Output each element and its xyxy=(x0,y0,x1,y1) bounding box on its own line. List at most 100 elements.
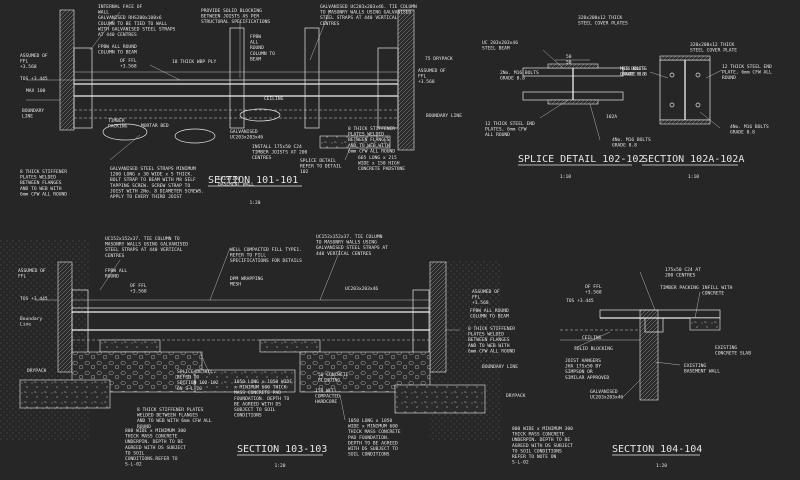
note-line: BLINDING xyxy=(318,378,340,384)
note-line: CENTRES xyxy=(320,21,340,27)
note-line: FFL xyxy=(418,74,427,80)
note-line: 6mm CFW ALL ROUND xyxy=(468,348,515,354)
note-line: CONDITIONS xyxy=(234,413,262,419)
note-line: SIMPSON OR xyxy=(565,369,593,375)
note-line: BETWEEN FLANGES xyxy=(20,180,62,186)
note-line: ASSUMED OF xyxy=(18,268,46,274)
note-line: WELDED BETWEEN FLANGES xyxy=(137,413,198,419)
note-line: BASEMENT WALL xyxy=(684,369,720,375)
note-line: 75 DRYPACK xyxy=(425,56,453,62)
note-line: FPBW ALL ROUND xyxy=(470,308,509,314)
note-line: FFL xyxy=(20,59,29,65)
note-line: SOIL CONDITIONS xyxy=(348,452,390,458)
note-uc203-103: UC203x203x46 xyxy=(345,286,378,292)
note-line: WITH GALVANISED STEEL STRAPS xyxy=(98,26,176,32)
note-max100: MAX 100 xyxy=(26,88,46,94)
section-101-scale: 1:20 xyxy=(249,200,260,206)
note-line: TIMBER xyxy=(108,118,125,124)
note-line: M16 BOLTS xyxy=(620,66,645,72)
section-102a-scale: 1:10 xyxy=(688,174,699,180)
note-line: TOS +3.445 xyxy=(566,298,594,304)
note-drypack-top: 75 DRYPACK xyxy=(425,56,453,62)
note-line: PLATES WELDED xyxy=(20,175,56,181)
note-line: 12 THICK STEEL END xyxy=(722,64,772,70)
note-line: ASSUMED OF xyxy=(20,53,48,59)
note-line: STEEL STRAPS AT 440 VERTICAL xyxy=(320,15,398,21)
note-line: 2No. M16 BOLTS xyxy=(500,70,539,76)
note-line: 50 xyxy=(566,60,572,66)
note-line: 150 WELL xyxy=(315,388,337,394)
note-line: GRADE 8.8 xyxy=(500,76,525,82)
note-line: FFL xyxy=(472,295,481,301)
note-line: GALVANISED STEEL STRAPS MINIMUM xyxy=(110,166,196,172)
note-line: 8 THICK STIFFENER xyxy=(468,326,515,332)
section-102a-title: SECTION 102A-102A xyxy=(642,154,744,165)
note-boundary-103r: BOUNDARY LINE xyxy=(482,364,518,370)
note-line: THICK MASS CONCRETE xyxy=(512,432,565,438)
note-line: 6mm CFW ALL ROUND xyxy=(348,148,395,154)
note-line: GALVANISED xyxy=(590,389,618,395)
note-line: 6mm CFW ALL ROUND xyxy=(20,191,67,197)
note-line: 102 xyxy=(300,169,309,175)
note-line: UNDERPIN. DEPTH TO BE xyxy=(125,439,183,445)
note-line: 50 xyxy=(566,54,572,60)
note-line: 8 THICK STIFFENER xyxy=(348,126,395,132)
note-line: BASEMENT WALL xyxy=(218,182,254,188)
note-line: STRUCTURAL SPECIFICATIONS xyxy=(201,19,270,25)
note-line: CONCRETE PADSTONE xyxy=(358,166,405,172)
note-line: REFER TO xyxy=(177,375,199,381)
note-line: SPECIFICATIONS FOR DETAILS xyxy=(230,258,302,264)
section-102a-drawing xyxy=(649,55,723,129)
note-line: UC152x152x37. TIE COLUMN xyxy=(316,234,383,240)
note-line: STEEL COVER PLATES xyxy=(578,21,628,27)
note-line: MASONRY WALLS USING GALVANISED xyxy=(105,242,188,248)
note-ffl-104: OF FFL+3.568 xyxy=(585,284,602,296)
note-line: CEILING xyxy=(582,335,602,341)
note-line: INTERNAL FACE OF xyxy=(98,4,142,10)
note-line: THICK MASS CONCRETE xyxy=(125,434,178,440)
note-line: WELL COMPACTED FILL TYPE1. xyxy=(230,247,302,253)
note-line: 440 VERTICAL CENTRES xyxy=(316,251,372,257)
note-line: FPBW ALL ROUND xyxy=(98,44,137,50)
note-line: UC203x203x46 xyxy=(590,395,623,401)
note-line: BETWEEN FLANGES xyxy=(468,337,510,343)
section-104-title: SECTION 104-104 xyxy=(612,444,702,455)
note-line: 102A xyxy=(606,114,617,120)
note-line: x MINIMUM 600 THICK xyxy=(234,385,287,391)
note-line: OF FFL xyxy=(130,283,147,289)
note-line: DEPTH TO BE AGREED xyxy=(348,440,398,446)
note-line: UNDERPIN. DEPTH TO BE xyxy=(512,437,570,443)
note-line: AGREED WITH DS SUBJECT xyxy=(512,443,573,449)
note-line: PLATE, 6mm CFW ALL xyxy=(722,70,772,76)
note-line: SIMILAR APPROVED xyxy=(565,375,609,381)
note-line: PROVIDE SOLID BLOCKING xyxy=(201,8,262,14)
note-line: PLATES WELDED xyxy=(348,132,384,138)
note-blocking-104: SOLID BLOCKING xyxy=(574,346,613,352)
note-line: SECTION 102-102 xyxy=(177,380,219,386)
section-101-title: SECTION 101-101 xyxy=(208,175,298,186)
note-line: ROUND xyxy=(722,75,736,81)
note-line: SOLID BLOCKING xyxy=(574,346,613,352)
note-line: 200 CENTRES xyxy=(665,273,696,279)
note-line: 320x200x12 THICK xyxy=(690,42,734,48)
